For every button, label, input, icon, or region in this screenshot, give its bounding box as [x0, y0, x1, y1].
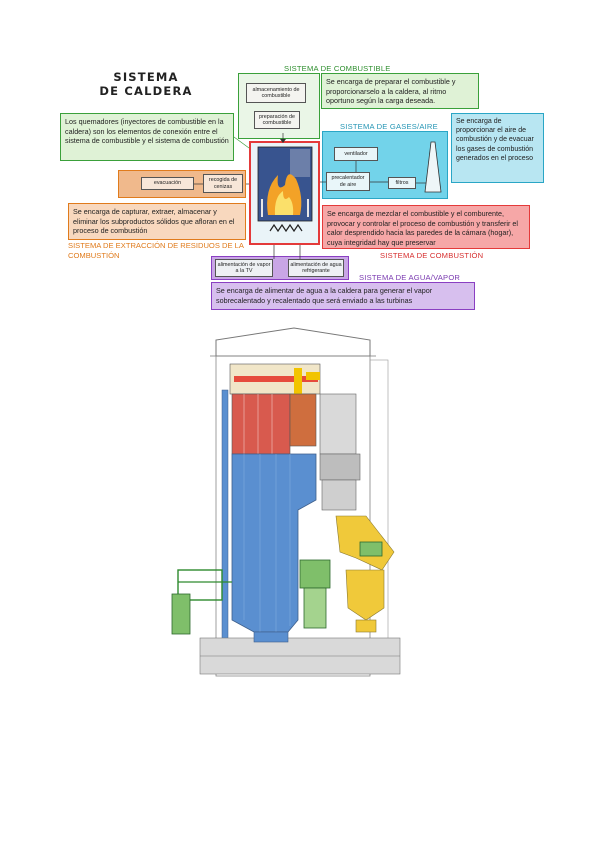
chimney-icon — [424, 141, 442, 193]
title-line-1: SISTEMA — [113, 70, 179, 84]
extraccion-mini-recogida: recogida de cenizas — [203, 174, 243, 193]
gases-label: SISTEMA DE GASES/AIRE — [340, 122, 438, 131]
agua-label: SISTEMA DE AGUA/VAPOR — [359, 273, 461, 282]
gases-mini-precalentador: precalentador de aire — [326, 172, 370, 191]
combustible-desc: Se encarga de preparar el combustible y … — [321, 73, 479, 109]
extraccion-label: SISTEMA DE EXTRACCIÓN DE RESIDUOS DE LA … — [68, 241, 244, 260]
gases-desc: Se encarga de proporcionar el aire de co… — [451, 113, 544, 183]
agua-mini-vapor: alimentación de vapor a la TV — [215, 259, 273, 277]
diagram-connectors — [194, 133, 426, 259]
agua-desc: Se encarga de alimentar de agua a la cal… — [211, 282, 475, 310]
agua-mini-refrigerante: alimentación de agua refrigerante — [288, 259, 344, 277]
quemadores-desc: Los quemadores (inyectores de combustibl… — [60, 113, 234, 161]
combustion-label: SISTEMA DE COMBUSTIÓN — [380, 251, 484, 260]
combustion-desc: Se encarga de mezclar el combustible y e… — [322, 205, 530, 249]
boiler-furnace-icon — [257, 146, 313, 233]
combustible-label: SISTEMA DE COMBUSTIBLE — [284, 64, 391, 73]
combustible-mini-almacenamiento: almacenamiento de combustible — [246, 83, 306, 103]
extraccion-mini-evacuacion: evacuación — [141, 177, 194, 190]
title-line-2: DE CALDERA — [99, 84, 193, 99]
extraccion-desc: Se encarga de capturar, extraer, almacen… — [68, 203, 246, 240]
gases-mini-filtros: filtros — [388, 177, 416, 189]
boiler-plant-drawing — [171, 327, 401, 677]
combustible-mini-preparacion: preparación de combustible — [254, 111, 300, 129]
diagram-title: SISTEMA DE CALDERA — [96, 70, 196, 99]
gases-mini-ventilador: ventilador — [334, 147, 378, 161]
